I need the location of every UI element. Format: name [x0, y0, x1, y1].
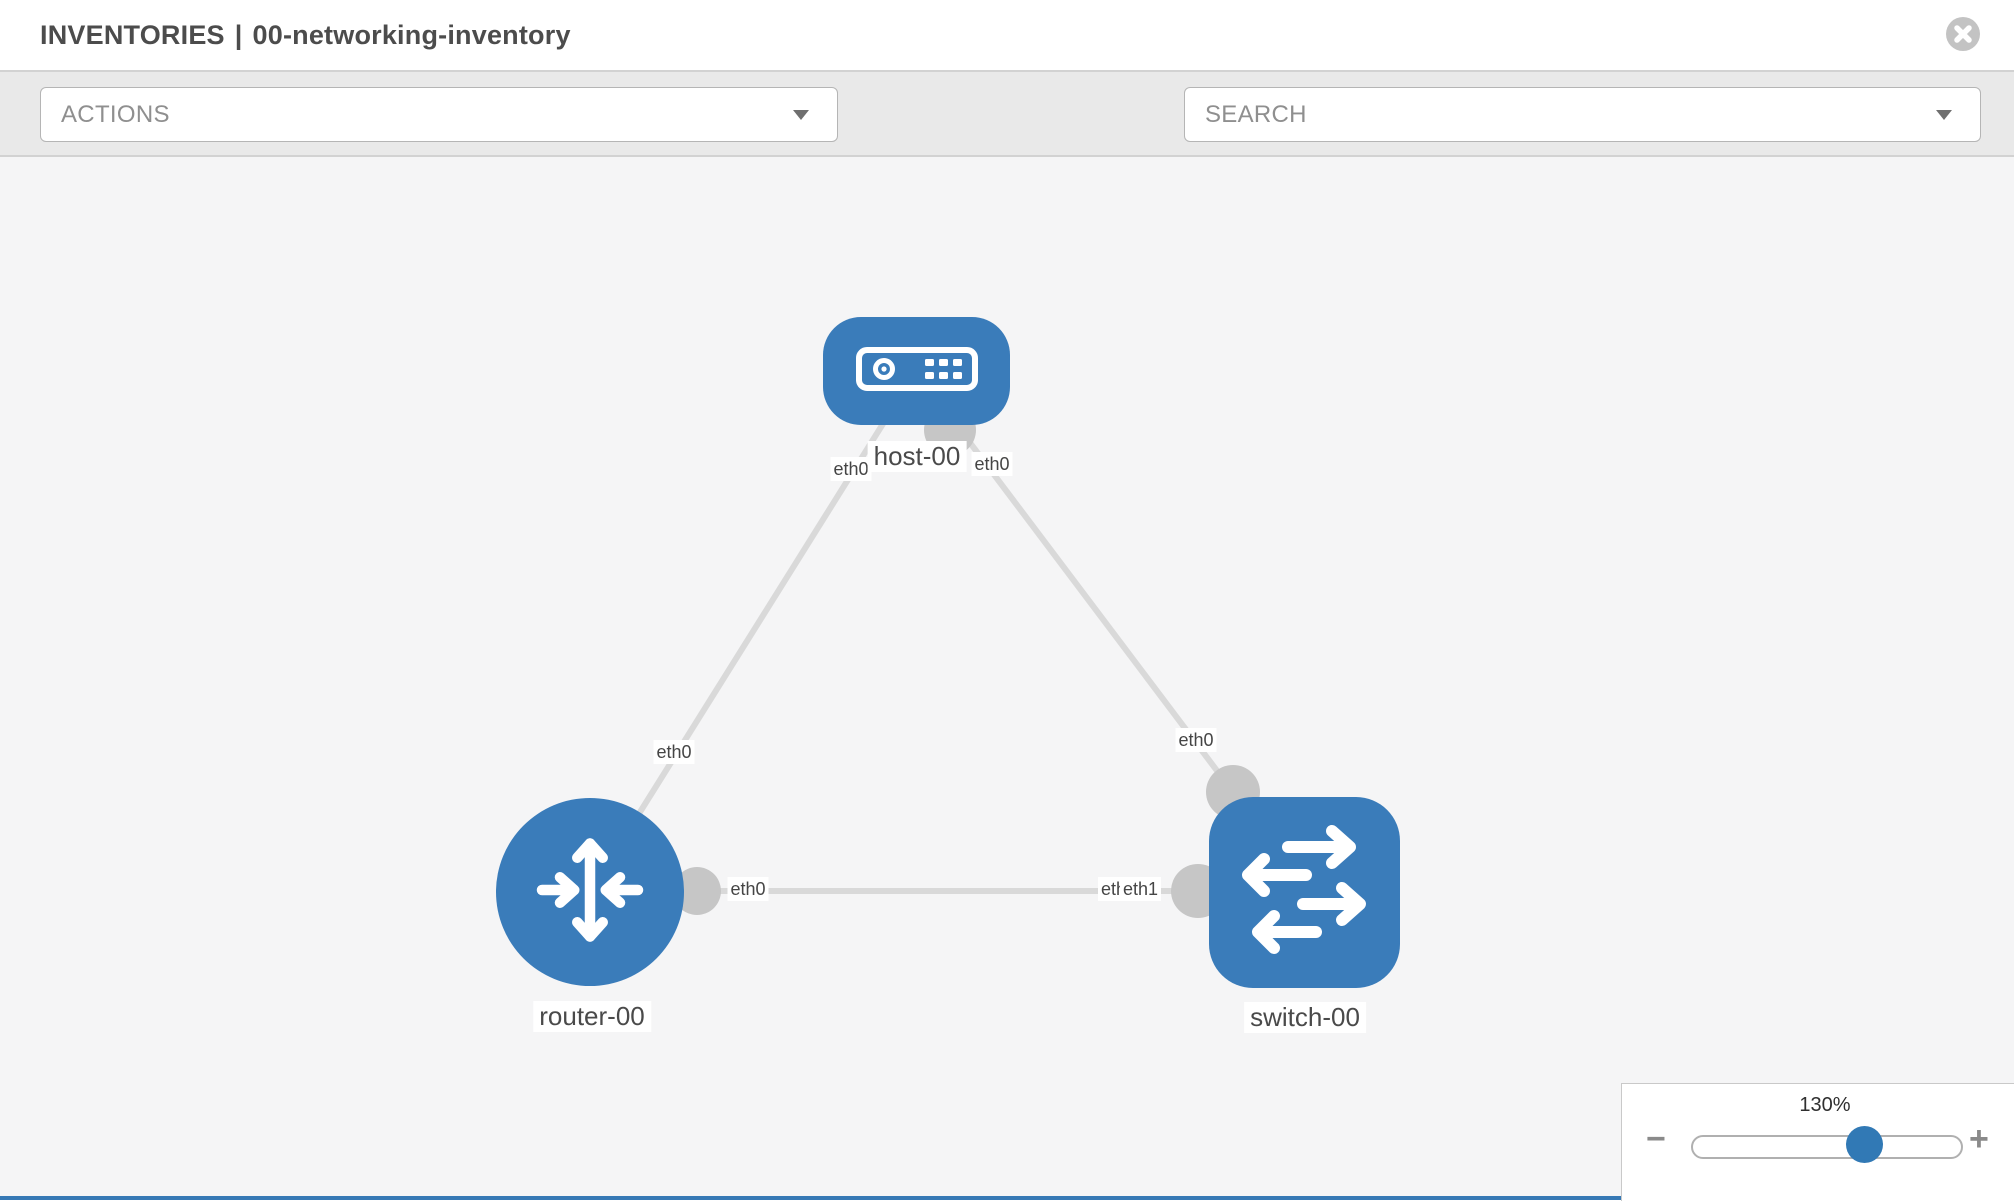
switch-icon [1209, 795, 1400, 991]
node-host-00[interactable] [823, 317, 1010, 425]
zoom-out-button[interactable]: − [1646, 1120, 1666, 1158]
header: INVENTORIES | 00-networking-inventory [0, 0, 2014, 72]
search-dropdown[interactable]: SEARCH [1184, 87, 1981, 142]
chevron-down-icon [793, 109, 809, 120]
topology-canvas: eth0 eth0 eth0 eth0 eth0 eth1 eth1 host-… [0, 157, 2014, 1201]
toolbar: ACTIONS SEARCH [0, 72, 2014, 201]
zoom-panel: 130% − + [1621, 1083, 2014, 1201]
inventory-name: 00-networking-inventory [252, 20, 571, 50]
interface-label-host-eth0-left: eth0 [830, 457, 872, 481]
chevron-down-icon [1936, 109, 1952, 120]
zoom-level-value: 130% [1799, 1094, 1851, 1116]
interface-label-router-eth0: eth0 [727, 877, 769, 901]
zoom-in-button[interactable]: + [1969, 1120, 1989, 1158]
node-label-host-00: host-00 [867, 441, 967, 472]
bottom-accent-bar [0, 1196, 1621, 1200]
zoom-slider-thumb[interactable] [1846, 1126, 1883, 1163]
zoom-slider-track[interactable] [1691, 1135, 1963, 1159]
breadcrumb-section: INVENTORIES [40, 20, 225, 50]
interface-label-switch-eth1: eth1 [1120, 877, 1162, 901]
host-icon [847, 336, 987, 407]
router-icon [515, 815, 665, 970]
node-switch-00[interactable] [1209, 797, 1400, 988]
page-title: INVENTORIES | 00-networking-inventory [40, 0, 571, 70]
node-label-router-00: router-00 [533, 1001, 651, 1032]
links-layer [587, 369, 1236, 894]
node-router-00[interactable] [496, 798, 684, 986]
close-button[interactable] [1945, 16, 1981, 52]
interface-label-switch-eth0: eth0 [1175, 728, 1217, 752]
interface-label-host-eth0-right: eth0 [971, 452, 1013, 476]
actions-dropdown[interactable]: ACTIONS [40, 87, 838, 142]
interface-label-router-eth0-uplink: eth0 [653, 740, 695, 764]
node-label-switch-00: switch-00 [1244, 1002, 1366, 1033]
breadcrumb-separator: | [234, 20, 243, 50]
close-icon [1945, 17, 1981, 55]
search-placeholder: SEARCH [1205, 100, 1307, 128]
actions-dropdown-label: ACTIONS [61, 100, 170, 128]
